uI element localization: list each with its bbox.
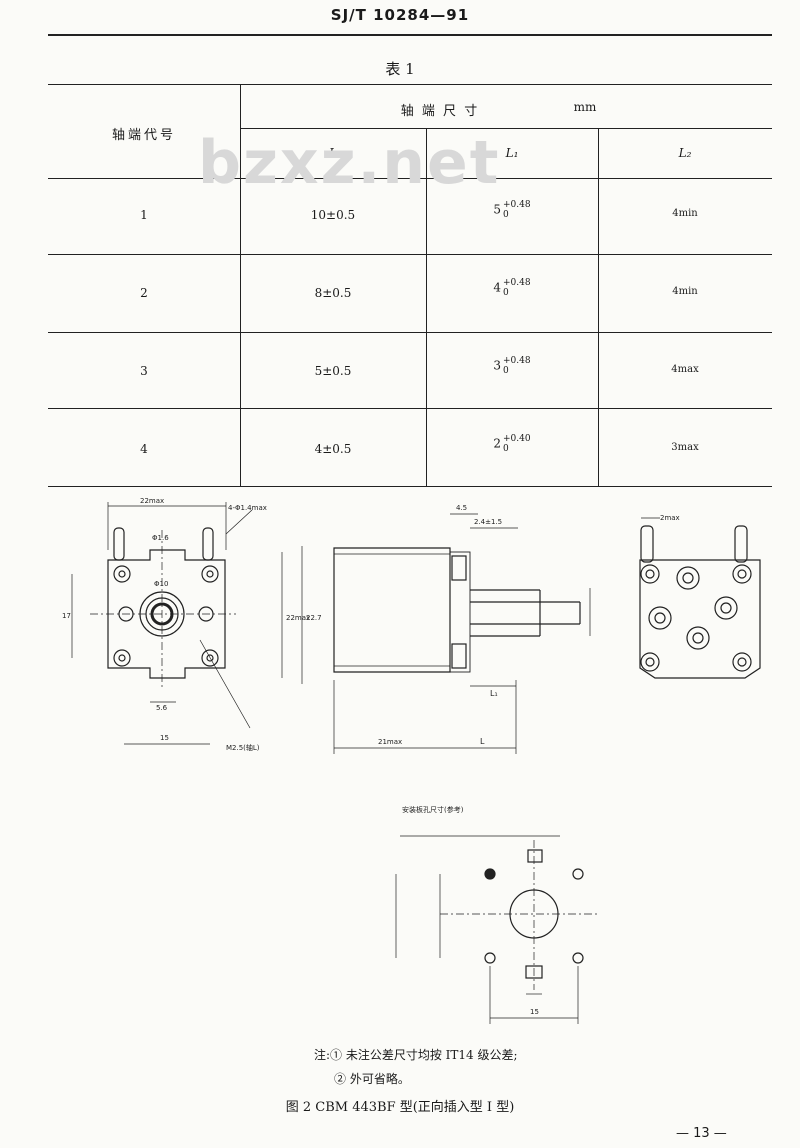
table-cell-l2: 4min bbox=[672, 208, 698, 219]
l1-lower: 0 bbox=[503, 444, 509, 454]
table-cell-l2: 3max bbox=[671, 442, 699, 453]
dim-bottom-1: 5.6 bbox=[156, 704, 168, 712]
header-rule bbox=[48, 34, 772, 36]
table-cell-l: 8±0.5 bbox=[314, 286, 352, 300]
dim-center: Φ10 bbox=[154, 580, 168, 588]
figure-caption: 图 2 CBM 443BF 型(正向插入型 I 型) bbox=[285, 1100, 515, 1115]
l1-base: 3 bbox=[493, 358, 502, 373]
dim-height-1: 22max bbox=[286, 614, 310, 622]
watermark: bzxz.net bbox=[198, 128, 501, 198]
table-cell-l2: 4min bbox=[672, 286, 698, 297]
mount-title: 安装板孔尺寸(参考) bbox=[402, 805, 464, 814]
l1-base: 5 bbox=[493, 202, 502, 217]
col-header-group: 轴 端 尺 寸 bbox=[400, 104, 480, 119]
dim-left: 17 bbox=[62, 612, 71, 620]
dim-width: 22max bbox=[140, 497, 164, 505]
dim-side-top-1: 4.5 bbox=[456, 504, 467, 512]
dim-side-l1: L₁ bbox=[490, 689, 498, 698]
dim-shaft: M2.5(轴L) bbox=[226, 743, 260, 752]
l1-upper: +0.48 bbox=[503, 278, 531, 288]
page-number: — 13 — bbox=[676, 1126, 727, 1141]
dim-mount: 15 bbox=[530, 1008, 539, 1016]
table-cell-code: 3 bbox=[140, 364, 148, 378]
l1-lower: 0 bbox=[503, 366, 509, 376]
table-cell-l: 10±0.5 bbox=[310, 208, 356, 222]
table-cell-code: 4 bbox=[140, 442, 148, 456]
sub-header-l2: L₂ bbox=[678, 146, 692, 160]
dim-side-depth: 21max bbox=[378, 738, 402, 746]
l1-upper: +0.48 bbox=[503, 356, 531, 366]
mounting-plate: 安装板孔尺寸(参考) 15 bbox=[395, 805, 600, 1024]
table-row-rule bbox=[48, 254, 772, 255]
l1-lower: 0 bbox=[503, 288, 509, 298]
table-cell-l2: 4max bbox=[671, 364, 699, 375]
note-line-2: ② 外可省略。 bbox=[334, 1072, 410, 1086]
l1-upper: +0.40 bbox=[503, 434, 531, 444]
table-row-rule bbox=[48, 332, 772, 333]
table-cell-l: 4±0.5 bbox=[314, 442, 352, 456]
table-col-divider bbox=[240, 84, 241, 486]
table-top-border bbox=[48, 84, 772, 85]
table-cell-code: 1 bbox=[140, 208, 148, 222]
col-header-unit: mm bbox=[573, 100, 597, 114]
dim-height-2: 22.7 bbox=[306, 614, 322, 622]
standard-code-header: SJ/T 10284—91 bbox=[330, 6, 470, 24]
dim-holes: 4-Φ1.4max bbox=[228, 504, 267, 512]
table-cell-l: 5±0.5 bbox=[314, 364, 352, 378]
dim-side-top-2: 2.4±1.5 bbox=[474, 518, 502, 526]
front-view: 22max 4-Φ1.4max Φ1.6 Φ10 M2.5(轴L) 5.6 15… bbox=[62, 497, 322, 752]
back-view: 2max bbox=[639, 514, 761, 679]
sub-header-l: L bbox=[329, 146, 337, 160]
table-subheader-rule bbox=[240, 128, 772, 129]
table-bottom-border bbox=[48, 486, 772, 487]
dim-right-top: 2max bbox=[660, 514, 680, 522]
side-view: 4.5 2.4±1.5 21max L L₁ bbox=[333, 504, 591, 754]
dim-side-l: L bbox=[480, 737, 485, 746]
table-col-divider bbox=[426, 128, 427, 486]
dim-bottom-2: 15 bbox=[160, 734, 169, 742]
table-title: 表 1 bbox=[385, 60, 415, 78]
table-row-rule bbox=[48, 408, 772, 409]
l1-upper: +0.48 bbox=[503, 200, 531, 210]
sub-header-l1: L₁ bbox=[505, 146, 519, 160]
dim-hole-spacing: Φ1.6 bbox=[152, 534, 169, 542]
table-cell-code: 2 bbox=[140, 286, 148, 300]
note-line-1: 注:① 未注公差尺寸均按 IT14 级公差; bbox=[314, 1048, 518, 1062]
col-header-code: 轴端代号 bbox=[111, 128, 176, 143]
table-header-rule bbox=[48, 178, 772, 179]
technical-drawing: 22max 4-Φ1.4max Φ1.6 Φ10 M2.5(轴L) 5.6 15… bbox=[62, 497, 761, 1024]
l1-base: 2 bbox=[493, 436, 502, 451]
l1-base: 4 bbox=[493, 280, 502, 295]
table-col-divider bbox=[598, 128, 599, 486]
l1-lower: 0 bbox=[503, 210, 509, 220]
